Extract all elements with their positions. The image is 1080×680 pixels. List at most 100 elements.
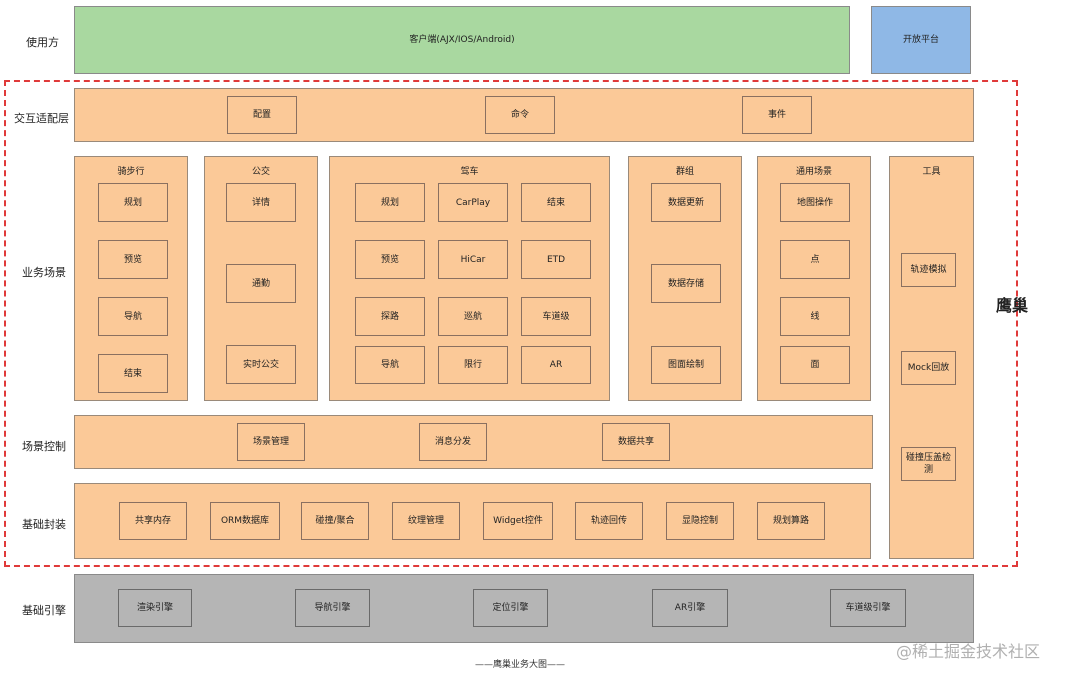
group-item: 图面绘制 <box>651 346 721 384</box>
row-label-base-wrap: 基础封装 <box>22 518 66 531</box>
driving-item-label: 导航 <box>380 360 399 370</box>
driving-item: CarPlay <box>438 183 508 222</box>
base-wrap-item-label: 规划算路 <box>772 516 809 526</box>
row-label-users: 使用方 <box>26 36 59 49</box>
tools-item-label: Mock回放 <box>907 363 950 373</box>
open-platform-label: 开放平台 <box>902 35 939 45</box>
base-wrap-item: ORM数据库 <box>210 502 280 540</box>
scene-control-item: 数据共享 <box>602 423 670 461</box>
driving-item-label: 限行 <box>463 360 482 370</box>
driving-item-label: 规划 <box>380 197 399 208</box>
base-wrap-item: 规划算路 <box>757 502 825 540</box>
base-wrap-item-label: 共享内存 <box>134 516 171 526</box>
scene-control-item-label: 消息分发 <box>434 437 471 447</box>
driving-item: AR <box>521 346 591 384</box>
common-item-label: 点 <box>810 254 820 265</box>
adapter-event-box: 事件 <box>742 96 812 134</box>
driving-item-label: 探路 <box>380 311 399 322</box>
transit-item: 详情 <box>226 183 296 222</box>
driving-item-label: CarPlay <box>455 197 491 208</box>
group-title: 群组 <box>675 167 694 177</box>
base-wrap-item-label: 显隐控制 <box>681 516 718 526</box>
row-label-adapter: 交互适配层 <box>14 112 69 125</box>
driving-item: 限行 <box>438 346 508 384</box>
driving-item-label: 车道级 <box>542 311 570 322</box>
tools-item: 碰撞压盖检测 <box>901 447 956 481</box>
base-engine-item-label: 定位引擎 <box>492 603 529 613</box>
base-engine-item-label: 导航引擎 <box>314 603 351 613</box>
brand-label: 鹰巢 <box>996 296 1029 315</box>
base-engine-item-label: 车道级引擎 <box>845 603 891 613</box>
riding-item-label: 预览 <box>123 254 142 265</box>
common-item: 线 <box>780 297 850 336</box>
scene-control-item-label: 数据共享 <box>617 437 654 447</box>
common-item: 面 <box>780 346 850 384</box>
common-item: 地图操作 <box>780 183 850 222</box>
driving-item: 巡航 <box>438 297 508 336</box>
group-item: 数据更新 <box>651 183 721 222</box>
driving-item: 探路 <box>355 297 425 336</box>
base-wrap-item: 碰撞/聚合 <box>301 502 369 540</box>
base-engine-item: AR引擎 <box>652 589 728 627</box>
base-wrap-layer <box>74 483 871 559</box>
eagle-nest-boundary <box>4 80 1018 567</box>
open-platform-box: 开放平台 <box>871 6 971 74</box>
scene-control-item: 场景管理 <box>237 423 305 461</box>
tools-item-label: 碰撞压盖检测 <box>906 453 952 475</box>
transit-item-label: 通勤 <box>251 278 270 289</box>
adapter-command-box: 命令 <box>485 96 555 134</box>
row-label-scene-control: 场景控制 <box>22 440 66 453</box>
adapter-event-label: 事件 <box>767 110 786 120</box>
driving-item: 规划 <box>355 183 425 222</box>
driving-item: 车道级 <box>521 297 591 336</box>
driving-item-label: 预览 <box>380 254 399 265</box>
common-item-label: 面 <box>810 360 820 370</box>
driving-item: ETD <box>521 240 591 279</box>
tools-item-label: 轨迹模拟 <box>910 265 947 275</box>
base-engine-item-label: AR引擎 <box>674 603 706 613</box>
row-label-base-engine: 基础引擎 <box>22 604 66 617</box>
riding-title: 骑步行 <box>117 167 145 177</box>
base-wrap-item: Widget控件 <box>483 502 553 540</box>
base-wrap-item-label: 纹理管理 <box>407 516 444 526</box>
riding-item-label: 结束 <box>123 368 142 379</box>
base-wrap-item-label: 碰撞/聚合 <box>315 516 355 526</box>
base-engine-item: 车道级引擎 <box>830 589 906 627</box>
adapter-config-box: 配置 <box>227 96 297 134</box>
adapter-command-label: 命令 <box>510 110 529 120</box>
base-engine-item: 导航引擎 <box>295 589 370 627</box>
common-item-label: 地图操作 <box>796 197 833 208</box>
base-engine-item: 定位引擎 <box>473 589 548 627</box>
base-wrap-item: 共享内存 <box>119 502 187 540</box>
client-label: 客户端(AJX/IOS/Android) <box>409 35 515 45</box>
common-item-label: 线 <box>810 311 820 322</box>
transit-item: 实时公交 <box>226 345 296 384</box>
driving-item-label: ETD <box>546 254 566 265</box>
scene-control-item-label: 场景管理 <box>252 437 289 447</box>
riding-item: 导航 <box>98 297 168 336</box>
driving-item-label: HiCar <box>460 254 486 265</box>
common-title: 通用场景 <box>795 167 832 177</box>
driving-item: HiCar <box>438 240 508 279</box>
riding-item: 规划 <box>98 183 168 222</box>
driving-title: 驾车 <box>460 167 479 177</box>
transit-item: 通勤 <box>226 264 296 303</box>
base-wrap-item: 显隐控制 <box>666 502 734 540</box>
base-wrap-item-label: Widget控件 <box>493 516 543 526</box>
base-engine-item: 渲染引擎 <box>118 589 192 627</box>
tools-item: 轨迹模拟 <box>901 253 956 287</box>
group-item: 数据存储 <box>651 264 721 303</box>
base-wrap-item-label: 轨迹回传 <box>590 516 627 526</box>
tools-title: 工具 <box>922 167 941 177</box>
group-item-label: 数据更新 <box>667 197 704 208</box>
driving-item: 导航 <box>355 346 425 384</box>
group-item-label: 图面绘制 <box>667 360 704 370</box>
client-box: 客户端(AJX/IOS/Android) <box>74 6 850 74</box>
base-wrap-item: 纹理管理 <box>392 502 460 540</box>
base-engine-layer <box>74 574 974 643</box>
driving-item: 预览 <box>355 240 425 279</box>
adapter-config-label: 配置 <box>252 110 271 120</box>
transit-item-label: 实时公交 <box>242 359 279 370</box>
base-engine-item-label: 渲染引擎 <box>136 603 173 613</box>
riding-item: 结束 <box>98 354 168 393</box>
